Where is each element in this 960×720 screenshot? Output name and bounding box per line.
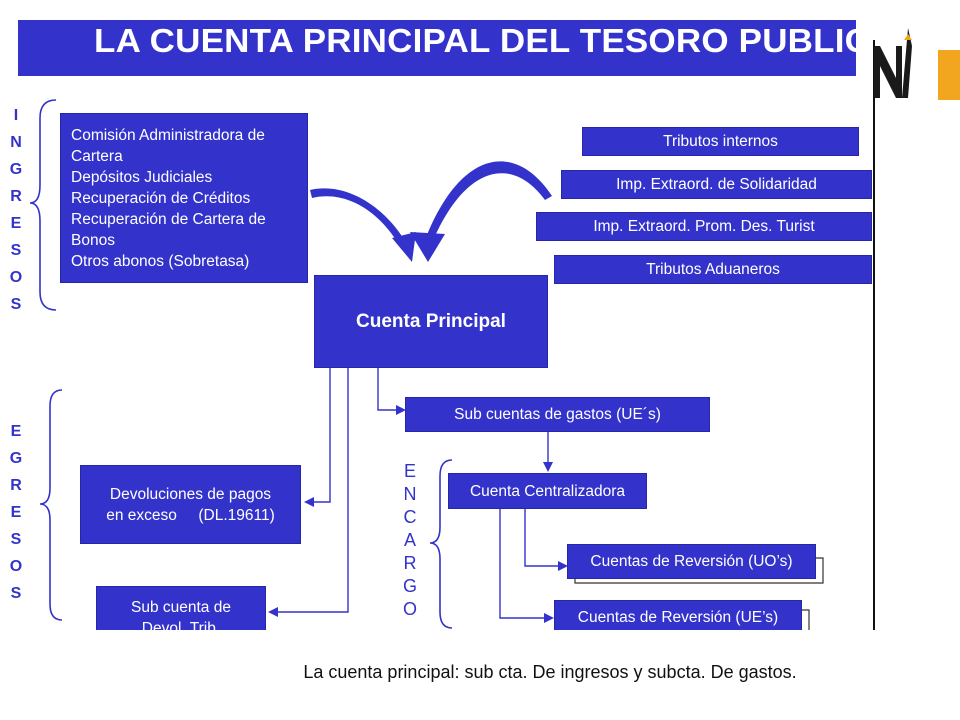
egresos-letter: S (10, 531, 22, 548)
ingresos-source-line: Depósitos Judiciales (71, 168, 213, 186)
ingresos-letter: S (10, 242, 22, 259)
tax-box-turist: Imp. Extraord. Prom. Des. Turist (536, 212, 872, 241)
encargo-letter: C (403, 507, 417, 527)
title-bar: LA CUENTA PRINCIPAL DEL TESORO PUBLICO (18, 20, 856, 76)
connector-lines (29, 99, 824, 630)
logo-n-icon (874, 28, 912, 98)
ingresos-letter: N (10, 134, 22, 151)
encargo-letter: N (403, 484, 417, 504)
encargo-letter: R (403, 553, 417, 573)
tax-box-aduaneros: Tributos Aduaneros (554, 255, 872, 284)
ingresos-sources-box: Comisión Administradora de Cartera Depós… (60, 113, 308, 283)
sub-cuentas-gastos-box: Sub cuentas de gastos (UE´s) (405, 397, 710, 432)
cuenta-principal-box: Cuenta Principal (314, 275, 548, 368)
accent-square (938, 50, 960, 100)
sub-devol-line: Devol. Trib. (141, 620, 221, 630)
curved-arrow-left (310, 188, 416, 262)
ingresos-letter: S (10, 296, 22, 313)
vertical-divider (873, 40, 875, 630)
sub-devol-line: Sub cuenta de (131, 599, 231, 616)
devoluciones-line: Devoluciones de pagos (109, 485, 272, 503)
egresos-brace (39, 389, 63, 621)
devoluciones-line: en exceso (DL.19611) (106, 506, 275, 524)
tax-box-tributos-internos: Tributos internos (582, 127, 859, 156)
encargo-letter: G (403, 576, 418, 596)
ingresos-source-line: Cartera (71, 147, 123, 165)
ingresos-source-line: Recuperación de Créditos (71, 189, 251, 207)
tax-box-solidaridad: Imp. Extraord. de Solidaridad (561, 170, 872, 199)
egresos-letter: R (10, 477, 22, 494)
ingresos-source-line: Recuperación de Cartera de (71, 210, 266, 228)
cuenta-centralizadora-box: Cuenta Centralizadora (448, 473, 647, 509)
devoluciones-box: Devoluciones de pagos en exceso (DL.1961… (80, 465, 301, 544)
encargo-letter: E (403, 461, 416, 481)
egresos-vertical-label: E G R E S O S (9, 418, 23, 607)
egresos-letter: G (9, 450, 23, 467)
reversion-ue-box: Cuentas de Reversión (UE’s) (554, 600, 802, 630)
ingresos-source-line: Otros abonos (Sobretasa) (71, 252, 250, 270)
encargo-letter: A (403, 530, 416, 550)
egresos-letter: E (10, 504, 22, 521)
ingresos-letter: E (10, 215, 22, 232)
egresos-letter: E (10, 423, 22, 440)
ingresos-letter: R (10, 188, 22, 205)
ingresos-brace (29, 99, 57, 311)
ingresos-letter: I (13, 107, 19, 124)
slide-caption: La cuenta principal: sub cta. De ingreso… (303, 662, 797, 682)
diagram-area: LA CUENTA PRINCIPAL DEL TESORO PUBLICO (9, 20, 872, 630)
reversion-uo-box: Cuentas de Reversión (UO’s) (567, 544, 816, 579)
ingresos-letter: G (9, 161, 23, 178)
ingresos-source-line: Comisión Administradora de (71, 126, 265, 144)
encargo-vertical-label: E N C A R G O (403, 460, 417, 621)
ingresos-source-line: Bonos (71, 231, 115, 249)
curved-arrow-right (410, 161, 552, 262)
encargo-brace (429, 459, 453, 629)
page-title: LA CUENTA PRINCIPAL DEL TESORO PUBLICO (94, 22, 856, 59)
egresos-letter: O (9, 558, 23, 575)
egresos-letter: S (10, 585, 22, 602)
ingresos-vertical-label: I N G R E S O S (9, 102, 23, 318)
ingresos-letter: O (9, 269, 23, 286)
encargo-letter: O (403, 599, 418, 619)
sub-cuenta-devol-box: Sub cuenta de Devol. Trib. (96, 586, 266, 630)
